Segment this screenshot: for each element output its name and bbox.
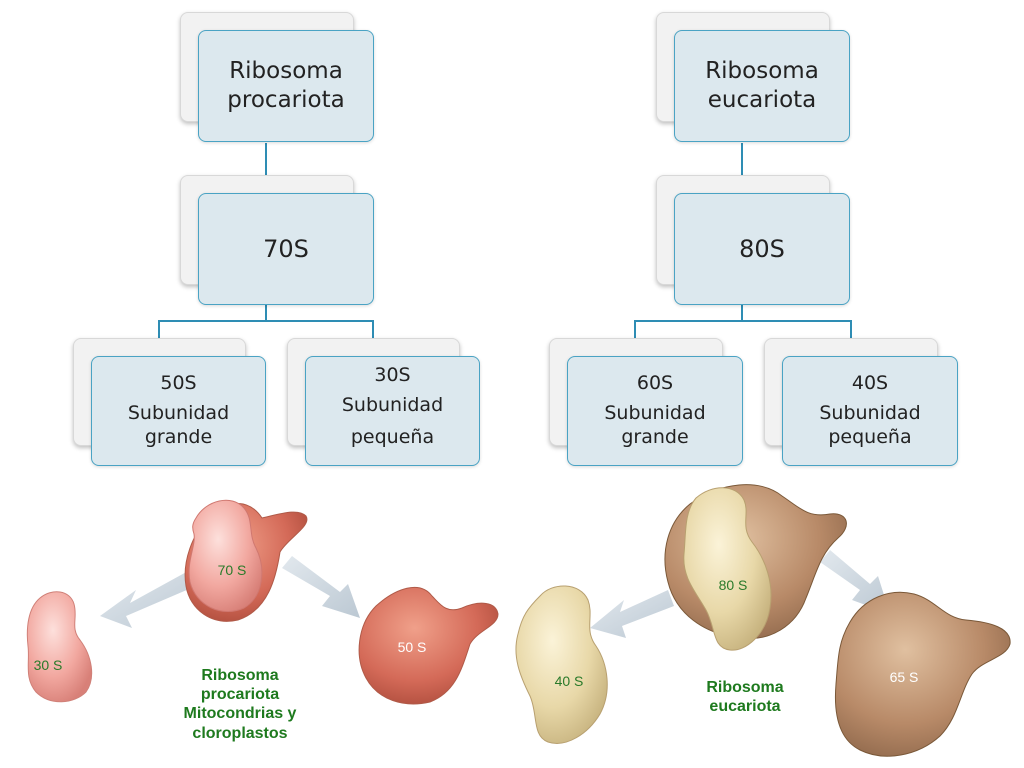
prokaryote-whole-value: 70S	[263, 235, 309, 263]
prokaryote-title-line2: procariota	[227, 87, 345, 113]
prokaryote-title-line1: Ribosoma	[229, 58, 343, 85]
eukaryote-title-line1: Ribosoma	[705, 58, 819, 85]
prokaryote-large-value: 50S	[160, 372, 197, 395]
eukaryote-title-box: Ribosoma eucariota	[656, 12, 850, 142]
ribosome-illustration: 70 S 30 S 50 S 80 S 40 S 65 S	[26, 484, 1011, 757]
connector-title-whole	[741, 143, 743, 195]
eukaryote-large-line1: Subunidad	[604, 402, 706, 425]
eukaryote-small-value: 40S	[851, 372, 889, 395]
ribosome-70s-shape	[184, 499, 308, 622]
ribosome-30s-shape	[26, 591, 93, 703]
prokaryote-caption-line4: cloroplastos	[192, 724, 288, 742]
prokaryote-whole-box: 70S	[180, 175, 374, 305]
prokaryote-large-line1: Subunidad	[127, 402, 230, 425]
ribosome-80s-shape	[664, 484, 847, 651]
connector-to-large	[634, 320, 636, 338]
arrow-to-50s	[282, 556, 360, 618]
connector-to-large	[158, 320, 160, 338]
prokaryote-caption-line3: Mitocondrias y	[183, 705, 297, 723]
eukaryote-small-line2: pequeña	[828, 425, 912, 448]
prokaryote-caption-line2: procariota	[200, 686, 280, 704]
eukaryote-large-value: 60S	[636, 372, 674, 395]
eukaryote-whole-box: 80S	[656, 175, 850, 305]
eukaryote-small-line1: Subunidad	[819, 402, 921, 425]
ribosome-40s-shape	[515, 585, 608, 744]
connector-whole-down	[265, 305, 267, 321]
connector-title-whole	[265, 143, 267, 195]
prokaryote-large-subunit-box: 50S Subunidad grande	[73, 338, 266, 466]
eukaryote-caption: Ribosoma eucariota	[680, 678, 810, 716]
prokaryote-caption: Ribosoma procariota Mitocondrias y cloro…	[160, 666, 320, 743]
connector-to-small	[850, 320, 852, 338]
arrow-to-40s	[590, 590, 674, 638]
eukaryote-small-subunit-box: 40S Subunidad pequeña	[764, 338, 958, 466]
label-65s: 65 S	[890, 669, 919, 685]
eukaryote-title-line2: eucariota	[707, 87, 817, 113]
label-50s: 50 S	[398, 639, 427, 655]
connector-horizontal	[634, 320, 852, 322]
prokaryote-small-value: 30S	[374, 364, 411, 387]
eukaryote-caption-line1: Ribosoma	[706, 679, 784, 696]
prokaryote-small-subunit-box: 30S Subunidad pequeña	[287, 338, 480, 466]
prokaryote-large-line2: grande	[144, 425, 213, 448]
eukaryote-large-subunit-box: 60S Subunidad grande	[549, 338, 743, 466]
arrow-to-30s	[100, 570, 196, 628]
connector-horizontal	[158, 320, 374, 322]
label-80s: 80 S	[719, 577, 748, 593]
eukaryote-large-line2: grande	[621, 425, 689, 448]
arrow-to-65s	[820, 550, 890, 614]
ribosome-50s-shape	[358, 586, 499, 705]
eukaryote-whole-value: 80S	[739, 235, 785, 263]
eukaryote-caption-line2: eucariota	[709, 698, 781, 716]
label-40s: 40 S	[555, 673, 584, 689]
prokaryote-title-box: Ribosoma procariota	[180, 12, 374, 142]
connector-to-small	[372, 320, 374, 338]
prokaryote-small-line1: Subunidad	[341, 394, 444, 417]
prokaryote-small-line2: pequeña	[350, 425, 435, 448]
ribosome-65s-shape	[834, 591, 1011, 757]
label-70s: 70 S	[218, 562, 247, 578]
prokaryote-caption-line1: Ribosoma	[201, 667, 279, 684]
label-30s: 30 S	[34, 657, 63, 673]
connector-whole-down	[741, 305, 743, 321]
